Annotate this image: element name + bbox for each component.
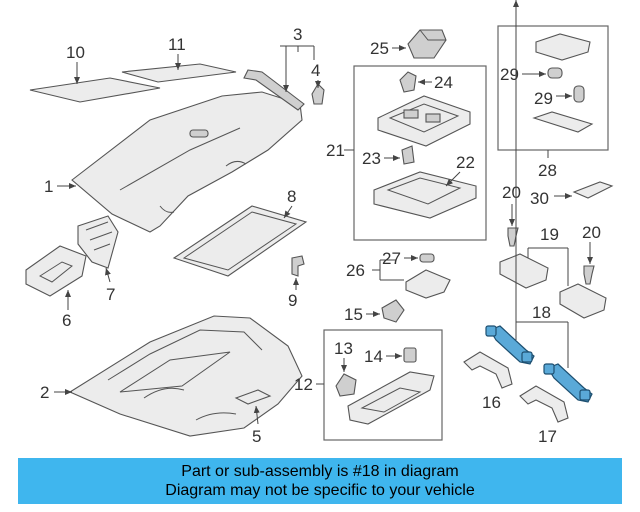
part-14-clip: [403, 347, 417, 363]
part-20-screw-b: [583, 265, 595, 285]
part-2-headliner: [68, 315, 303, 437]
part-21-console: [377, 95, 471, 147]
part-18-grab-handle-b: [543, 363, 593, 403]
callout-5: 5: [252, 427, 261, 446]
part-22-housing: [373, 171, 477, 219]
part-15-clip: [381, 299, 405, 323]
callout-4: 4: [311, 61, 320, 80]
part-19-holder-a: [499, 253, 549, 289]
callout-11: 11: [168, 35, 186, 54]
callout-9: 9: [288, 291, 297, 310]
callout-20b: 20: [582, 223, 601, 242]
parts-diagram: 10 11 1 3 4 8 9 6: [25, 0, 614, 446]
callout-18: 18: [532, 303, 551, 322]
callout-21: 21: [326, 141, 345, 160]
callout-23: 23: [362, 149, 381, 168]
part-30-lens: [572, 181, 614, 199]
callout-19: 19: [540, 225, 559, 244]
part-11-panel: [121, 63, 237, 83]
group-box-12: [323, 329, 443, 441]
part-13-holder: [335, 373, 357, 397]
callout-26: 26: [346, 261, 365, 280]
banner-line-2: Diagram may not be specific to your vehi…: [165, 482, 475, 499]
callout-3: 3: [293, 25, 302, 44]
part-5-lens: [234, 389, 272, 405]
callout-29b: 29: [534, 89, 553, 108]
callout-10: 10: [66, 43, 85, 62]
part-1-headliner: [71, 91, 303, 233]
callout-22: 22: [456, 153, 475, 172]
callout-14: 14: [364, 347, 383, 366]
part-8-frame: [172, 205, 308, 277]
callout-27: 27: [382, 249, 401, 268]
callout-2: 2: [40, 383, 49, 402]
part-18-grab-handle-a: [485, 325, 535, 365]
callout-28: 28: [538, 161, 557, 180]
part-9-clip: [291, 255, 305, 277]
part-10-panel: [29, 77, 161, 103]
sun-visor: [347, 371, 435, 425]
callout-30: 30: [530, 189, 549, 208]
callout-15: 15: [344, 305, 363, 324]
callout-25: 25: [370, 39, 389, 58]
part-6-bracket: [25, 245, 87, 297]
part-7-trim: [77, 215, 119, 269]
part-26-lamp: [405, 269, 451, 299]
part-29-bulb-b: [573, 85, 585, 103]
callout-16: 16: [482, 393, 501, 412]
callout-29a: 29: [500, 65, 519, 84]
callout-24: 24: [434, 73, 453, 92]
part-28-upper: [535, 33, 591, 61]
callout-13: 13: [334, 339, 353, 358]
callout-20a: 20: [502, 183, 521, 202]
part-28-lens: [532, 111, 594, 133]
callout-7: 7: [106, 285, 115, 304]
callout-6: 6: [62, 311, 71, 330]
part-27-bulb: [419, 253, 435, 263]
part-19-holder-b: [559, 283, 607, 319]
part-25-switch: [407, 29, 447, 59]
part-24-bulb: [399, 71, 417, 93]
callout-12: 12: [294, 375, 313, 394]
callout-17: 17: [538, 427, 557, 446]
part-16-handle: [463, 351, 513, 389]
part-23-bulb: [401, 145, 415, 165]
group-box-21: [353, 65, 487, 241]
group-box-28: [497, 25, 609, 151]
callout-8: 8: [287, 187, 296, 206]
banner-line-1: Part or sub-assembly is #18 in diagram: [181, 463, 459, 480]
info-banner: Part or sub-assembly is #18 in diagram D…: [18, 458, 622, 504]
part-29-bulb-a: [547, 67, 563, 79]
callout-1: 1: [44, 177, 53, 196]
part-17-handle: [519, 385, 569, 423]
